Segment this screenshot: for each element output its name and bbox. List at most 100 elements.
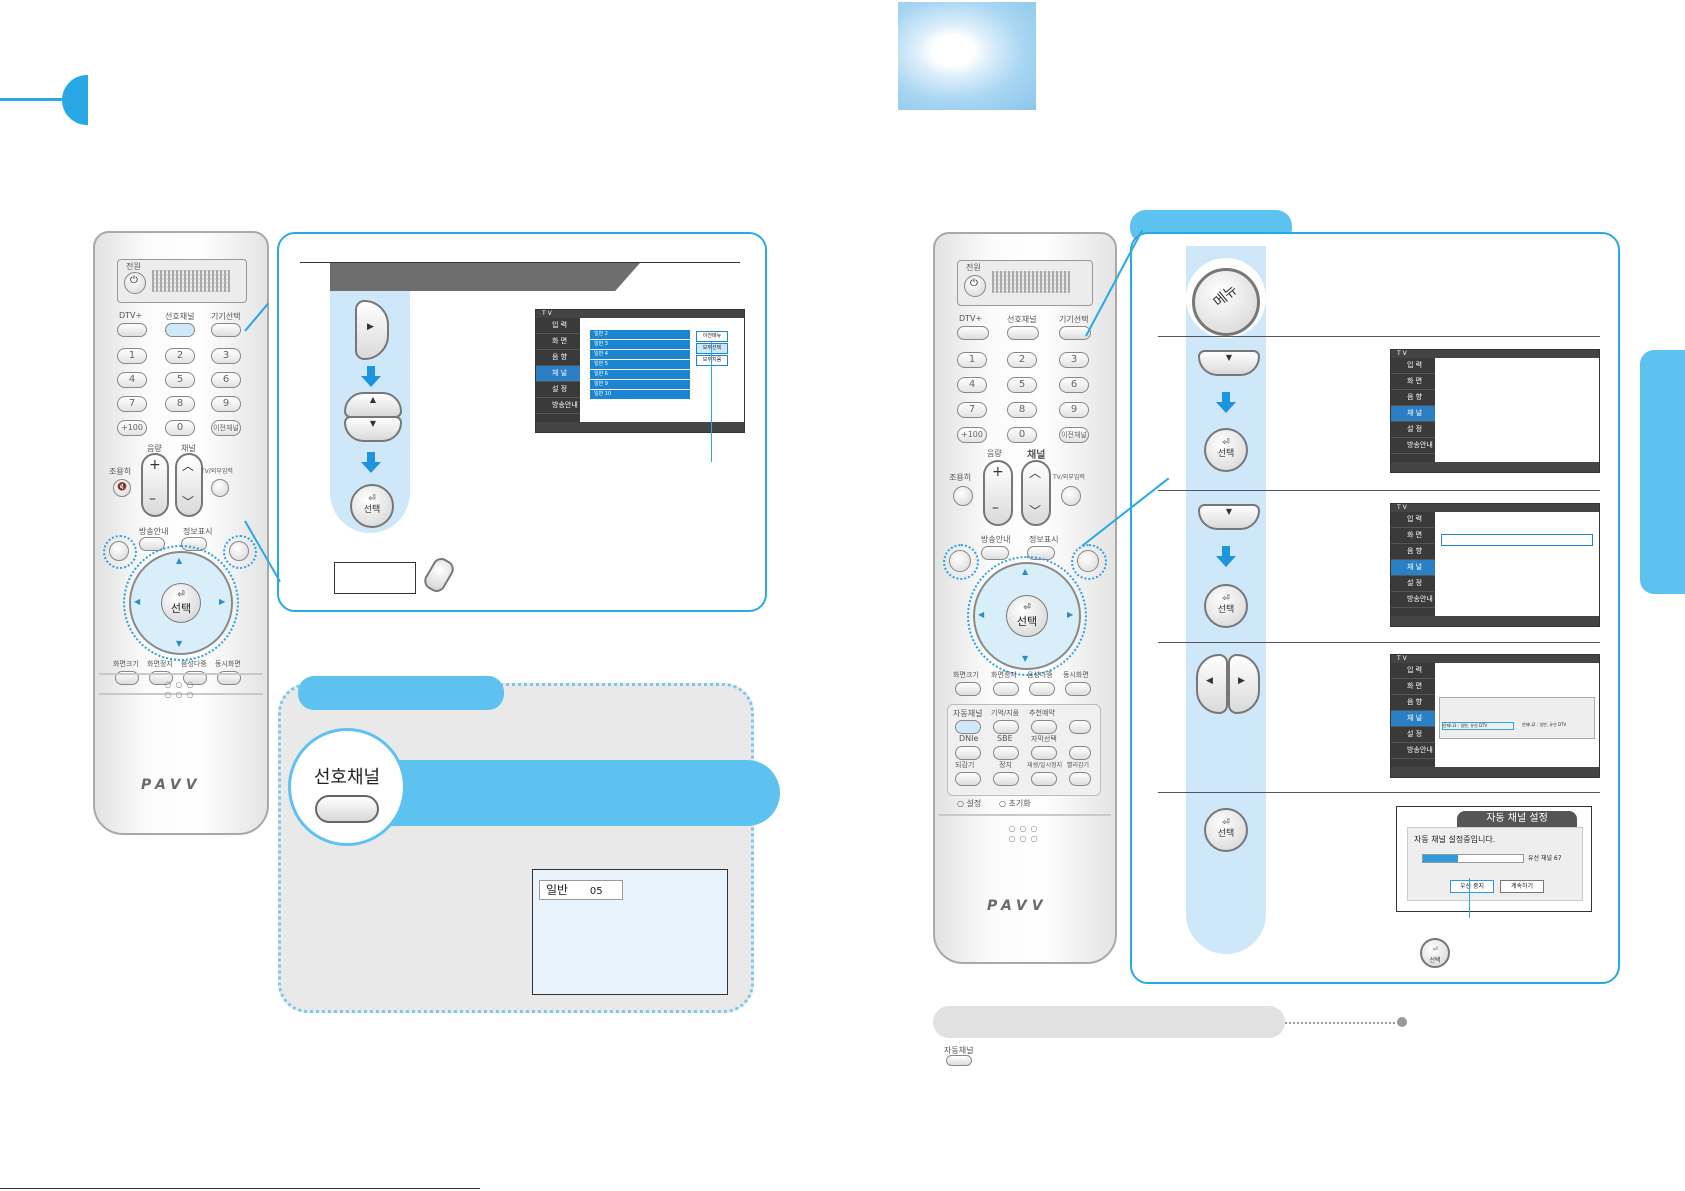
key-5[interactable]: 5 — [1007, 377, 1037, 393]
rewind-button[interactable] — [955, 772, 981, 786]
key-8[interactable]: 8 — [165, 396, 195, 412]
antenna-1-option[interactable]: 안테나1 : 일반, 유선 DTV — [1442, 722, 1514, 730]
mute-button[interactable] — [953, 486, 973, 506]
sbe-button[interactable] — [993, 746, 1019, 760]
key-9[interactable]: 9 — [211, 396, 241, 412]
tv-menu-item: 화 면 — [536, 334, 580, 350]
chevron-down-icon: ﹀ — [182, 493, 194, 510]
direction-pad[interactable]: ▲ ▼ ◀ ▶ ⏎선택 — [129, 551, 233, 655]
arrow-up-icon: ▲ — [1022, 567, 1028, 576]
mute-button[interactable]: 🔇 — [113, 479, 131, 497]
key-previous-channel[interactable]: 이전채널 — [1059, 427, 1089, 443]
key-0[interactable]: 0 — [1007, 427, 1037, 443]
left-arrow-button[interactable]: ◀ — [1196, 654, 1228, 714]
memory-button[interactable] — [993, 720, 1019, 734]
tv-menu-item: 채 널 — [1391, 560, 1435, 576]
key-5[interactable]: 5 — [165, 372, 195, 388]
volume-rocker[interactable]: +– — [983, 460, 1013, 526]
clear-all-button[interactable]: 모두지움 — [696, 355, 728, 366]
play-pause-button[interactable] — [1031, 772, 1057, 786]
tv-menu-item: 입 력 — [536, 318, 580, 334]
down-arrow-button[interactable]: ▼ — [344, 416, 402, 442]
reserve-button[interactable] — [1031, 720, 1057, 734]
select-button[interactable]: ⏎선택 — [161, 583, 201, 623]
select-label: 선택 — [1429, 957, 1440, 964]
down-arrow-button[interactable]: ▼ — [1198, 504, 1260, 530]
key-7[interactable]: 7 — [117, 396, 147, 412]
key-3[interactable]: 3 — [211, 348, 241, 364]
menu-button-label: 메뉴 — [1199, 272, 1254, 320]
key-plus100[interactable]: +100 — [117, 420, 147, 436]
key-3[interactable]: 3 — [1059, 352, 1089, 368]
channel-rocker[interactable]: ︿﹀ — [175, 453, 203, 517]
dtv-button[interactable] — [117, 323, 147, 337]
pip-button[interactable] — [1065, 682, 1091, 696]
key-plus100[interactable]: +100 — [957, 427, 987, 443]
header-half-circle — [62, 75, 88, 125]
tv-menu: 입 력 화 면 음 향 채 널 설 정 방송안내 — [1391, 358, 1435, 462]
tv-input-button[interactable] — [1061, 486, 1081, 506]
osd-channel: 05 — [590, 886, 603, 897]
select-button-step[interactable]: ⏎선택 — [1204, 808, 1248, 852]
enter-icon: ⏎ — [1206, 594, 1246, 605]
freeze-button[interactable] — [993, 682, 1019, 696]
direction-pad[interactable]: ▲ ▼ ◀ ▶ ⏎선택 — [973, 562, 1081, 670]
key-6[interactable]: 6 — [211, 372, 241, 388]
select-button[interactable]: ⏎선택 — [1006, 595, 1048, 637]
tv-input-button[interactable] — [211, 479, 229, 497]
dtv-button[interactable] — [957, 326, 989, 340]
exit-button[interactable] — [229, 541, 249, 561]
select-all-button[interactable]: 모두선택 — [696, 343, 728, 354]
menu-button-step[interactable]: 메뉴 — [1192, 268, 1260, 336]
menu-button[interactable] — [949, 550, 971, 572]
channel-rocker[interactable]: ︿﹀ — [1021, 460, 1051, 526]
select-button-step[interactable]: ⏎선택 — [1204, 584, 1248, 628]
dnie-button[interactable] — [955, 746, 981, 760]
power-icon: ⏻ — [130, 275, 138, 286]
key-8[interactable]: 8 — [1007, 402, 1037, 418]
picture-size-button[interactable] — [955, 682, 981, 696]
key-7[interactable]: 7 — [957, 402, 987, 418]
power-button[interactable]: ⏻ — [124, 272, 146, 294]
key-4[interactable]: 4 — [957, 377, 987, 393]
channel-up-small-button[interactable] — [1069, 720, 1091, 734]
key-4[interactable]: 4 — [117, 372, 147, 388]
select-button-step[interactable]: ⏎선택 — [350, 484, 394, 528]
key-0[interactable]: 0 — [165, 420, 195, 436]
guide-button[interactable] — [981, 546, 1009, 560]
key-1[interactable]: 1 — [957, 352, 987, 368]
stop-button[interactable]: 우선 중지 — [1450, 880, 1494, 893]
favorite-channel-large-button[interactable] — [315, 795, 379, 823]
antenna-2-option[interactable]: 안테나2 : 일반, 유선 DTV — [1522, 722, 1592, 728]
exit-button[interactable] — [1077, 550, 1099, 572]
up-arrow-button[interactable]: ▲ — [344, 392, 402, 418]
arrow-up-icon: ▲ — [176, 556, 182, 565]
down-arrow-button[interactable]: ▼ — [1198, 350, 1260, 376]
volume-rocker[interactable]: +– — [141, 453, 169, 517]
favorite-channel-button[interactable] — [1007, 326, 1039, 340]
prev-menu-button[interactable]: 이전메뉴 — [696, 331, 728, 342]
auto-channel-button[interactable] — [955, 720, 981, 734]
key-1[interactable]: 1 — [117, 348, 147, 364]
fast-forward-button[interactable] — [1069, 772, 1091, 786]
caption-button[interactable] — [1031, 746, 1057, 760]
key-6[interactable]: 6 — [1059, 377, 1089, 393]
tv-input-label: TV/외부입력 — [1053, 472, 1085, 481]
audio-button[interactable] — [1029, 682, 1055, 696]
device-select-button[interactable] — [211, 323, 241, 337]
stop-button[interactable] — [993, 772, 1019, 786]
pip-label: 동시화면 — [1063, 670, 1089, 680]
key-2[interactable]: 2 — [1007, 352, 1037, 368]
menu-button[interactable] — [109, 541, 129, 561]
favorite-channel-button[interactable] — [165, 323, 195, 337]
sky-image — [898, 2, 1036, 110]
continue-button[interactable]: 계속하기 — [1500, 880, 1544, 893]
tv-menu-item: 설 정 — [1391, 727, 1435, 743]
key-previous-channel[interactable]: 이전채널 — [211, 420, 241, 436]
channel-down-small-button[interactable] — [1069, 746, 1091, 760]
key-2[interactable]: 2 — [165, 348, 195, 364]
auto-channel-footer-button — [946, 1055, 972, 1066]
key-9[interactable]: 9 — [1059, 402, 1089, 418]
power-button[interactable]: ⏻ — [964, 275, 986, 297]
select-button-step[interactable]: ⏎선택 — [1204, 428, 1248, 472]
